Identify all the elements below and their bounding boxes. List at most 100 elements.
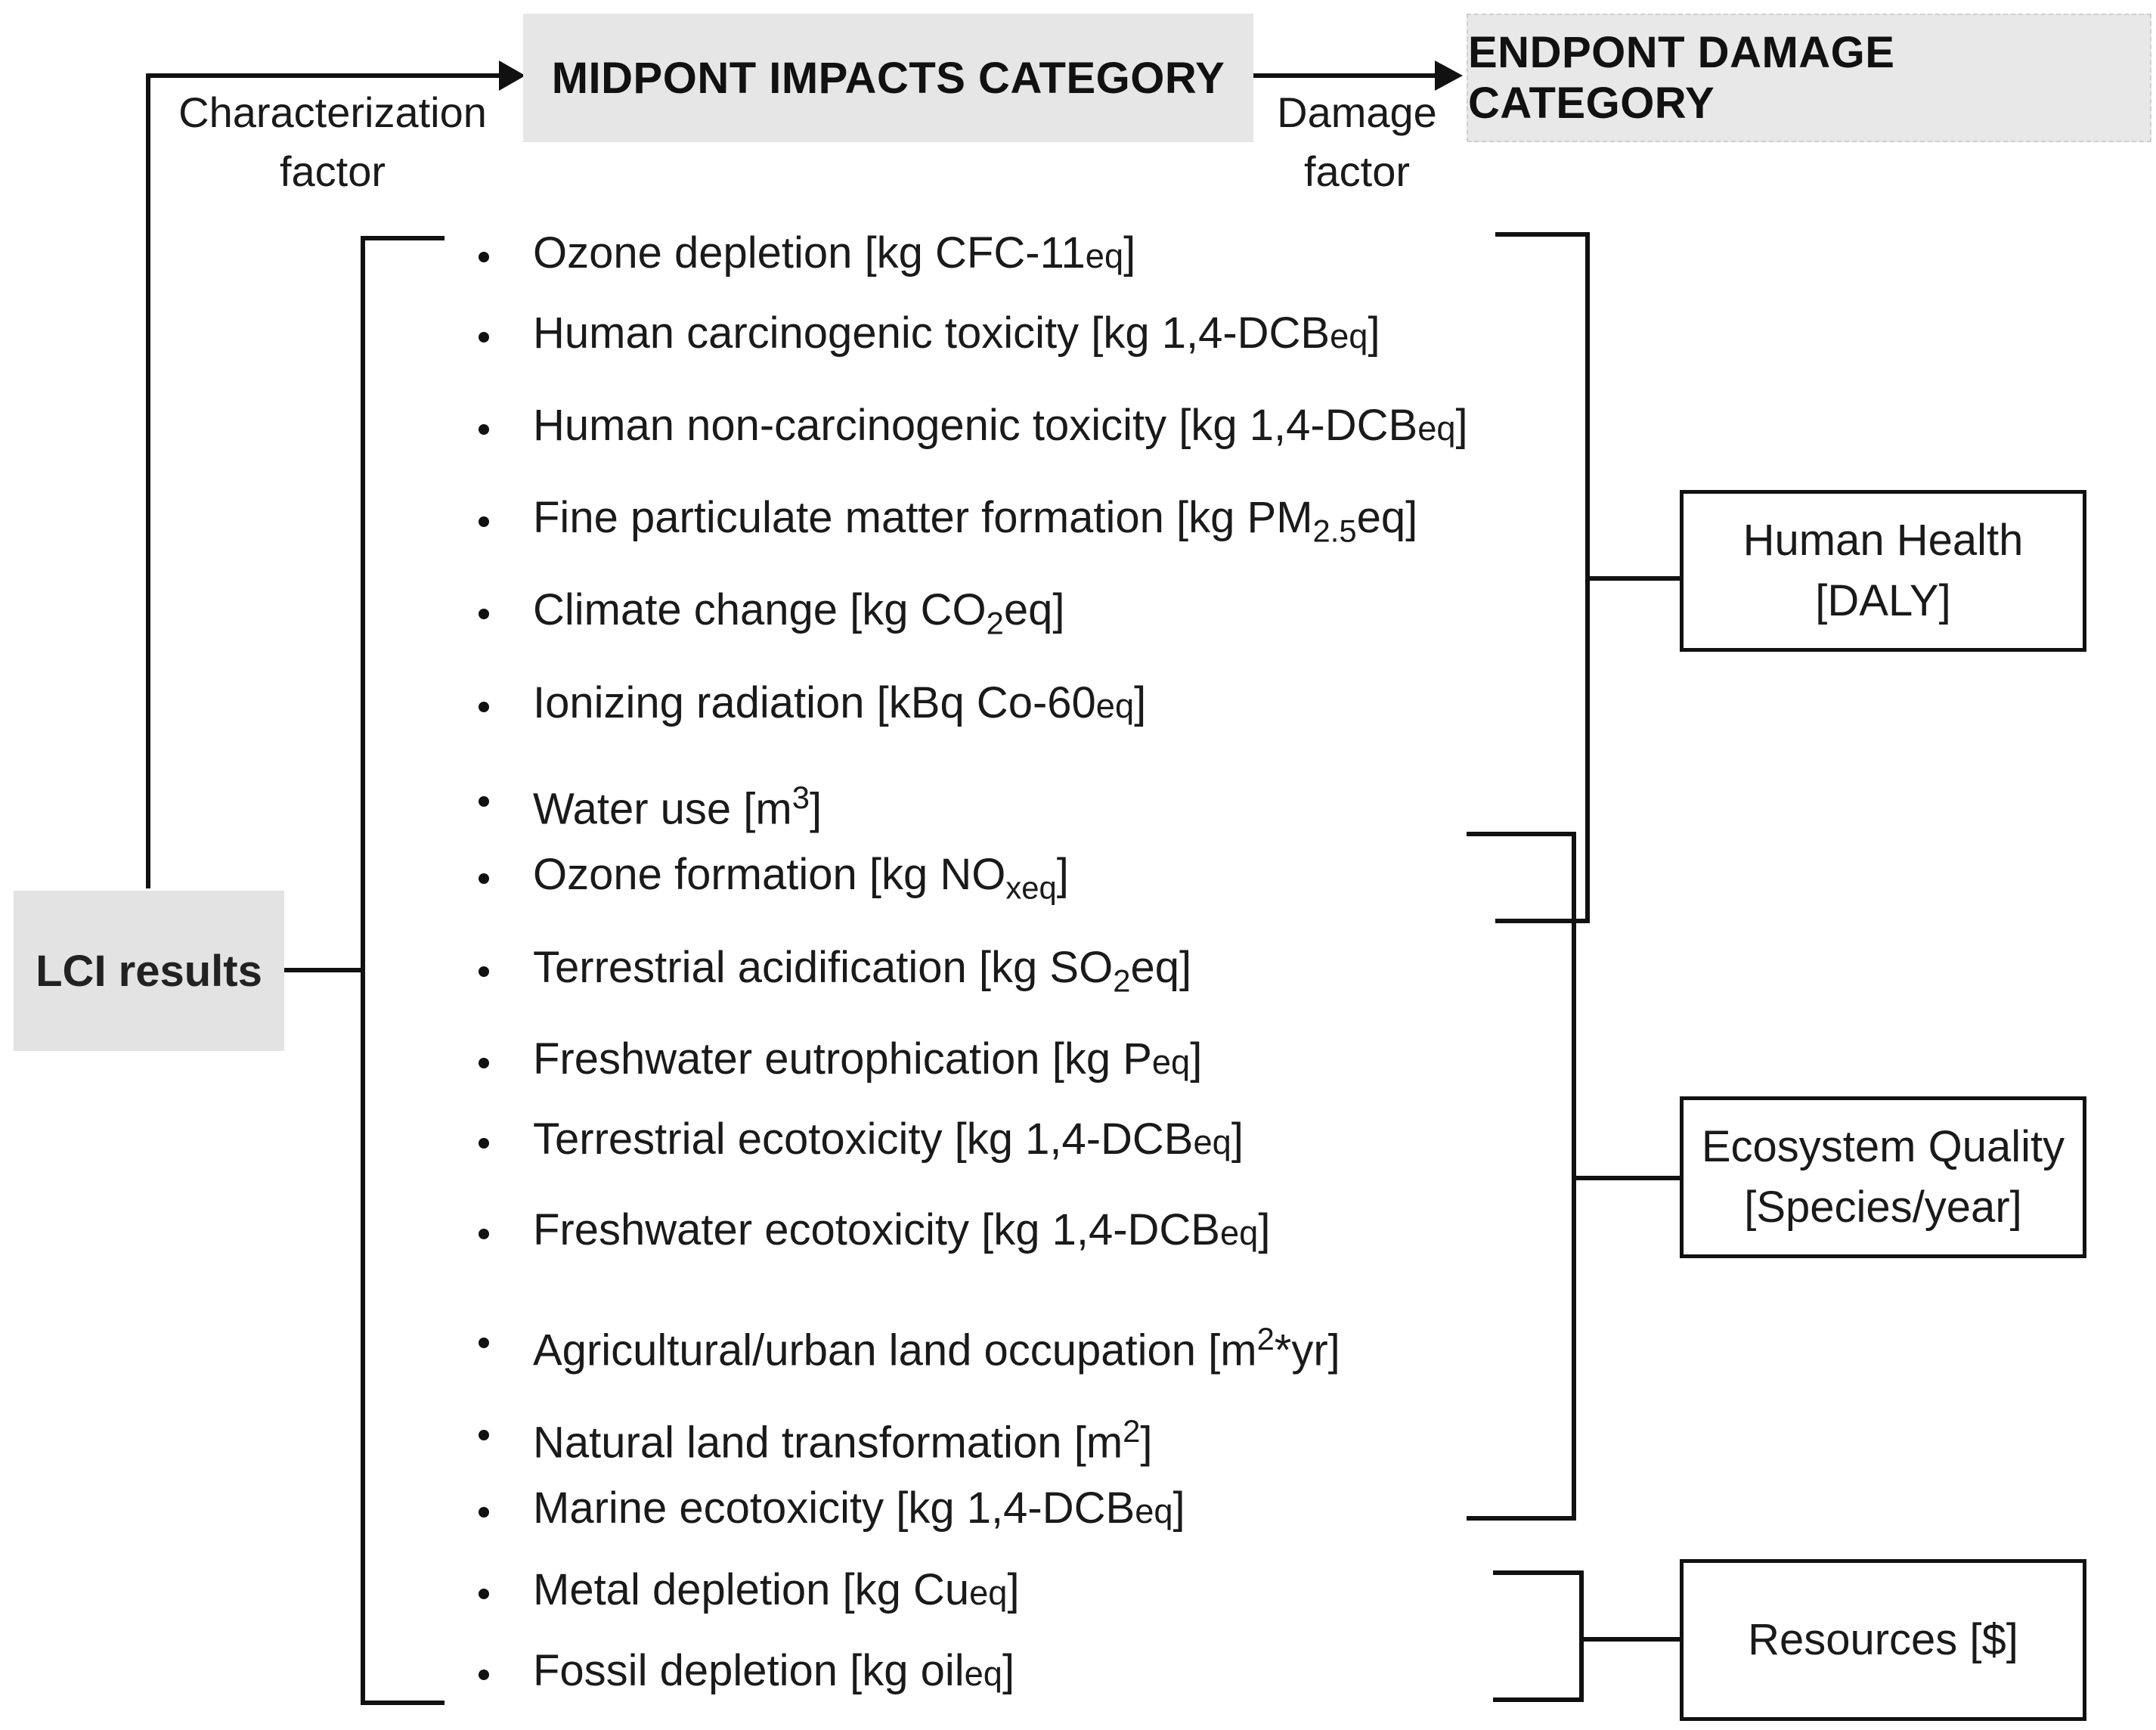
unit-close-bracket: ]	[1368, 308, 1380, 358]
midpoint-item-text: Ozone depletion [kg CFC-11eq]	[533, 227, 1135, 283]
midpoint-item-unit: [kg oil	[850, 1646, 965, 1695]
characterization-line1: Characterization	[178, 88, 487, 136]
ecosystem-bracket	[1467, 832, 1576, 1521]
ecosystem-quality-title: Ecosystem Quality	[1701, 1122, 2065, 1171]
ecosystem-quality-box: Ecosystem Quality [Species/year]	[1680, 1096, 2086, 1258]
midpoint-item-name: Climate change	[533, 585, 838, 634]
midpoint-item-unit: [kg 1,4-DCB	[1179, 401, 1418, 450]
unit-close-bracket: ]	[1258, 1205, 1271, 1254]
bullet-icon	[479, 332, 489, 343]
midpoint-item-text: Natural land transformation [m2]	[533, 1405, 1153, 1469]
unit-close-bracket: ]	[1172, 1484, 1185, 1533]
unit-tail: eq]	[1003, 585, 1065, 634]
bullet-icon	[479, 1589, 489, 1599]
unit-eq-suffix: eq	[1417, 409, 1456, 448]
human-health-box: Human Health [DALY]	[1680, 490, 2086, 652]
bullet-icon	[479, 424, 489, 435]
unit-close-bracket: ]	[1455, 401, 1468, 450]
midpoint-item-text: Human non-carcinogenic toxicity [kg 1,4-…	[533, 399, 1468, 455]
midpoint-item-unit: [kg CO	[850, 585, 987, 634]
unit-tail: eq]	[1356, 493, 1418, 542]
human-health-title: Human Health	[1742, 516, 2024, 565]
midpoint-item-name: Human non-carcinogenic toxicity	[533, 401, 1167, 450]
bullet-icon	[479, 796, 489, 807]
midpoint-item-text: Metal depletion [kg Cueq]	[533, 1564, 1020, 1620]
midpoint-item-name: Fossil depletion	[533, 1646, 838, 1695]
midpoint-item-name: Ionizing radiation	[533, 678, 865, 727]
midpoint-item-unit: [kg NO	[869, 850, 1006, 899]
unit-superscript: 3	[791, 780, 810, 815]
midpoint-item-text: Marine ecotoxicity [kg 1,4-DCBeq]	[533, 1482, 1185, 1538]
midpoint-item-text: Water use [m3]	[533, 771, 822, 836]
bullet-icon	[479, 1058, 489, 1068]
midpoint-item-name: Agricultural/urban land occupation	[533, 1325, 1196, 1375]
unit-eq-suffix: eq	[1085, 237, 1124, 275]
damage-arrowhead	[1435, 60, 1463, 91]
damage-line1: Damage	[1277, 88, 1437, 136]
unit-tail: eq]	[1130, 943, 1192, 992]
unit-subscript: 2.5	[1312, 513, 1357, 549]
unit-subscript: xeq	[1005, 870, 1057, 906]
midpoint-item-name: Freshwater ecotoxicity	[533, 1205, 969, 1254]
bullet-icon	[479, 609, 489, 619]
midpoint-item-unit: [kg 1,4-DCB	[1091, 308, 1330, 358]
bullet-icon	[479, 1229, 489, 1239]
midpoint-item-unit: [kg CFC-11	[864, 228, 1086, 277]
unit-eq-suffix: eq	[1151, 1043, 1191, 1081]
unit-tail: ]	[1056, 850, 1069, 899]
midpoint-list-bracket	[361, 236, 445, 1705]
unit-close-bracket: ]	[1134, 678, 1147, 727]
bullet-icon	[479, 702, 489, 712]
human-health-unit: [DALY]	[1815, 576, 1951, 625]
midpoint-item-name: Human carcinogenic toxicity	[533, 308, 1080, 358]
characterization-factor-label: Characterization factor	[163, 83, 503, 201]
resources-bracket	[1493, 1570, 1584, 1702]
bullet-icon	[479, 966, 489, 977]
unit-close-bracket: ]	[1231, 1115, 1244, 1164]
characterization-arrow-line	[146, 73, 506, 888]
bullet-icon	[479, 1430, 489, 1440]
unit-eq-suffix: eq	[969, 1573, 1008, 1612]
bullet-icon	[479, 1507, 489, 1518]
unit-close-bracket: ]	[1002, 1646, 1015, 1695]
unit-eq-suffix: eq	[1193, 1123, 1231, 1161]
damage-line2: factor	[1303, 147, 1411, 195]
midpoint-item-name: Natural land transformation	[533, 1418, 1062, 1468]
midpoint-item-unit: [m	[743, 784, 792, 834]
unit-superscript: 2	[1123, 1413, 1141, 1449]
midpoint-item-unit: [kg PM	[1176, 493, 1313, 542]
unit-eq-suffix: eq	[1095, 687, 1135, 725]
endpoint-header: ENDPONT DAMAGE CATEGORY	[1467, 14, 2151, 142]
unit-subscript: 2	[1113, 963, 1131, 999]
ecosystem-quality-unit: [Species/year]	[1744, 1183, 2022, 1232]
midpoint-item-unit: [kg P	[1052, 1034, 1152, 1084]
unit-tail: ]	[1140, 1418, 1153, 1468]
characterization-line2: factor	[279, 147, 386, 195]
midpoint-item-unit: [kg 1,4-DCB	[981, 1205, 1220, 1254]
bullet-icon	[479, 873, 489, 884]
unit-eq-suffix: eq	[1135, 1492, 1173, 1530]
unit-close-bracket: ]	[1190, 1034, 1203, 1084]
bullet-icon	[479, 252, 489, 262]
human-health-bracket	[1495, 232, 1590, 923]
midpoint-header: MIDPONT IMPACTS CATEGORY	[523, 14, 1253, 142]
midpoint-item-unit: [m	[1208, 1325, 1257, 1375]
unit-superscript: 2	[1256, 1321, 1275, 1356]
midpoint-item-name: Fine particulate matter formation	[533, 493, 1164, 542]
midpoint-item-unit: [m	[1073, 1418, 1123, 1468]
midpoint-item-text: Ozone formation [kg NOxeq]	[533, 848, 1069, 915]
unit-close-bracket: ]	[1123, 228, 1136, 277]
unit-tail: ]	[809, 784, 822, 834]
resources-title: Resources [$]	[1748, 1615, 2018, 1664]
midpoint-item-text: Human carcinogenic toxicity [kg 1,4-DCBe…	[533, 307, 1380, 363]
midpoint-item-name: Terrestrial ecotoxicity	[533, 1115, 943, 1164]
midpoint-item-text: Freshwater eutrophication [kg Peq]	[533, 1033, 1202, 1089]
unit-eq-suffix: eq	[1330, 317, 1368, 355]
midpoint-item-unit: [kg 1,4-DCB	[954, 1115, 1194, 1164]
bullet-icon	[479, 1138, 489, 1149]
damage-factor-label: Damage factor	[1255, 83, 1459, 201]
midpoint-item-text: Ionizing radiation [kBq Co-60eq]	[533, 677, 1146, 733]
bullet-icon	[479, 1338, 489, 1348]
midpoint-item-name: Freshwater eutrophication	[533, 1034, 1040, 1084]
unit-eq-suffix: eq	[964, 1654, 1002, 1693]
